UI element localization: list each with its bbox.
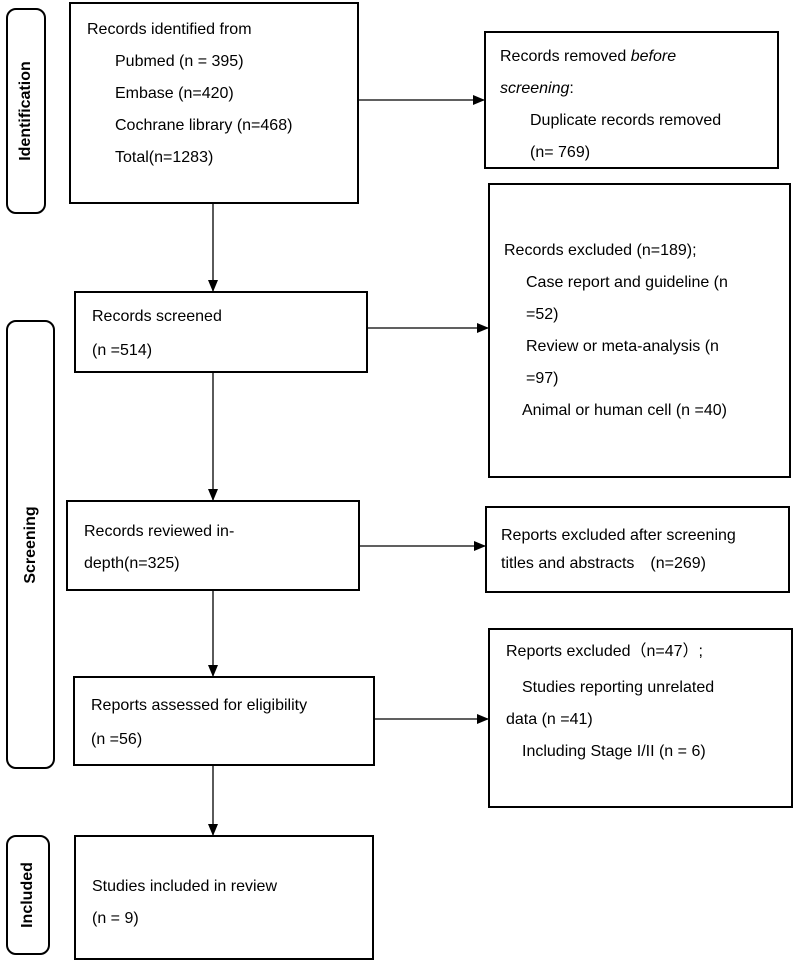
reports-assessed-title: Reports assessed for eligibility [91, 697, 308, 714]
reports-assessed-box: Reports assessed for eligibility (n =56) [73, 676, 375, 766]
stage-label: Including Stage I/II (n = 6) [522, 743, 706, 760]
unrelated-data-label: Studies reporting unrelated [522, 679, 715, 696]
records-identified-title: Records identified from [87, 21, 252, 38]
animal-human-cell-label: Animal or human cell (n =40) [522, 402, 727, 419]
total-count: Total(n=1283) [115, 149, 214, 166]
duplicate-records-label: Duplicate records removed [530, 112, 722, 129]
colon-text: : [569, 80, 574, 97]
embase-count: Embase (n=420) [115, 85, 234, 102]
records-removed-text: Records removed [500, 48, 631, 65]
records-screened-count: (n =514) [92, 342, 153, 359]
records-reviewed-line1: Records reviewed in- [84, 523, 235, 540]
records-screened-box: Records screened (n =514) [74, 291, 368, 373]
records-removed-box: Records removed before screening: Duplic… [484, 31, 779, 169]
records-identified-box: Records identified from Pubmed (n = 395)… [69, 2, 359, 204]
unrelated-data-count: data (n =41) [506, 711, 593, 728]
screening-text: screening [500, 80, 570, 97]
phase-identification: Identification [6, 8, 46, 214]
phase-included: Included [6, 835, 50, 955]
reports-excluded-screening-line2: titles and abstracts (n=269) [501, 555, 706, 572]
studies-included-count: (n = 9) [92, 910, 139, 927]
records-screened-title: Records screened [92, 308, 222, 325]
studies-included-box: Studies included in review (n = 9) [74, 835, 374, 960]
records-removed-line1: Records removed before [500, 47, 676, 67]
reports-excluded-screening-box: Reports excluded after screening titles … [485, 506, 790, 593]
reports-excluded-eligibility-box: Reports excluded（n=47）; Studies reportin… [488, 628, 793, 808]
case-report-count: =52) [526, 306, 559, 323]
reports-assessed-count: (n =56) [91, 731, 143, 748]
case-report-label: Case report and guideline (n [526, 274, 728, 291]
records-excluded-box: Records excluded (n=189); Case report an… [488, 183, 791, 478]
phase-screening: Screening [6, 320, 55, 769]
studies-included-title: Studies included in review [92, 878, 277, 895]
records-removed-line2: screening: [500, 79, 574, 99]
records-excluded-title: Records excluded (n=189); [504, 242, 697, 259]
review-meta-count: =97) [526, 370, 559, 387]
cochrane-count: Cochrane library (n=468) [115, 117, 293, 134]
duplicate-records-count: (n= 769) [530, 144, 591, 161]
review-meta-label: Review or meta-analysis (n [526, 338, 719, 355]
records-reviewed-box: Records reviewed in- depth(n=325) [66, 500, 360, 591]
before-text: before [630, 48, 677, 65]
reports-excluded-eligibility-title: Reports excluded（n=47）; [506, 643, 704, 660]
records-reviewed-line2: depth(n=325) [84, 555, 180, 572]
pubmed-count: Pubmed (n = 395) [115, 53, 244, 70]
reports-excluded-screening-line1: Reports excluded after screening [501, 527, 736, 544]
